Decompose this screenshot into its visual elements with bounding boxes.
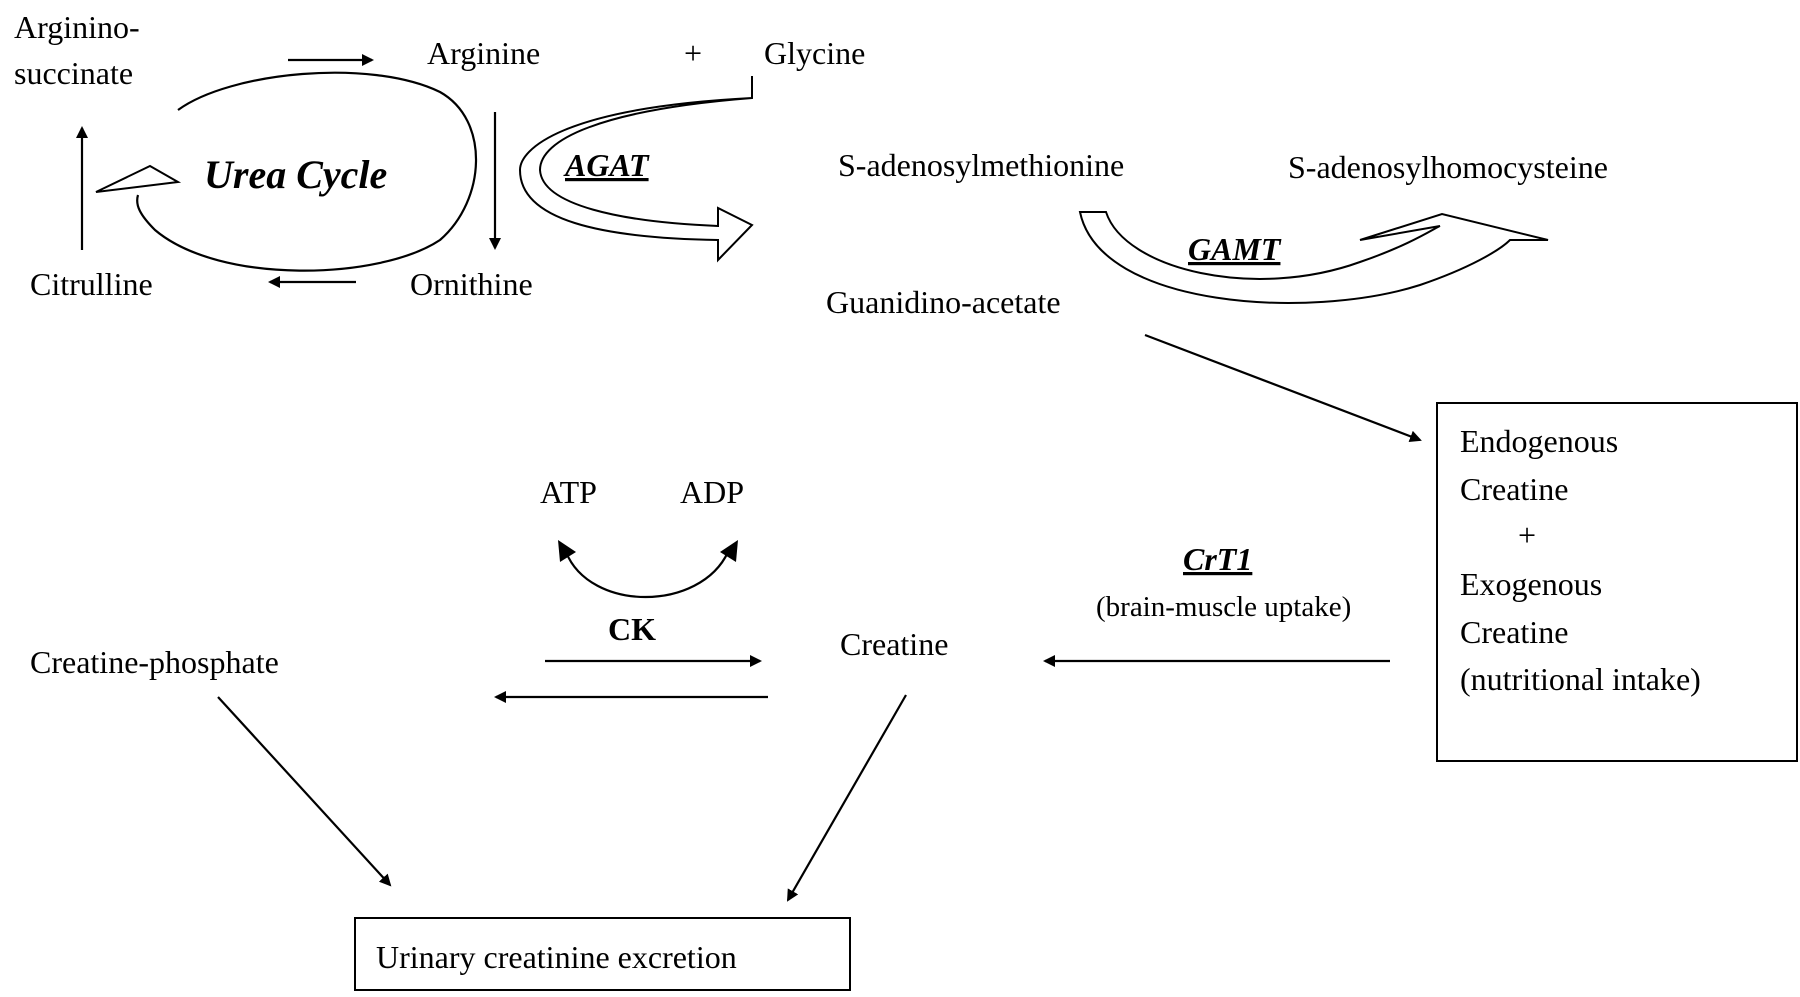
endogenous-label: Endogenous [1460,423,1618,459]
citrulline-label: Citrulline [30,266,153,302]
creatine-label: Creatine [840,626,948,662]
gamt-curved-arrow [1078,211,1549,304]
ornithine-label: Ornithine [410,266,533,302]
urinary-box-frame [354,917,851,991]
creatine-to-urine-arrow [787,694,907,902]
ck-enzyme-label: CK [608,611,656,647]
crt1-transport: CrT1 (brain-muscle uptake) [1043,541,1390,667]
exogenous-label: Exogenous [1460,566,1602,602]
argininosuccinate-label-1: Arginino- [14,9,140,45]
plus-sign: + [684,35,702,71]
atp-adp-curved-arrow [564,551,729,599]
agat-reaction: AGAT [518,76,754,263]
urinary-excretion-label: Urinary creatinine excretion [376,939,737,975]
urea-cycle-arrowhead [95,164,182,193]
creatine-pool-frame [1436,402,1798,762]
ck-reaction: ATP ADP CK Creatine Creatine-phosphate [30,474,948,703]
phosphate-to-urine-arrow [217,696,392,887]
adp-label: ADP [680,474,744,510]
gamt-reaction: S-adenosylmethionine S-adenosylhomocyste… [826,147,1608,443]
creatine-pool-box: Endogenous Creatine + Exogenous Creatine… [1436,402,1798,762]
gamt-enzyme-label: GAMT [1188,231,1282,267]
creatine-phosphate-label: Creatine-phosphate [30,644,279,680]
guanidinoacetate-label: Guanidino-acetate [826,284,1061,320]
nutritional-intake-label: (nutritional intake) [1460,661,1701,697]
endogenous-creatine-label: Creatine [1460,471,1568,507]
exogenous-creatine-label: Creatine [1460,614,1568,650]
urea-cycle-group: Urea Cycle Arginino- succinate Arginine … [14,9,865,302]
sah-label: S-adenosylhomocysteine [1288,149,1608,185]
box-plus-sign: + [1518,517,1536,553]
atp-arrowhead [558,540,576,562]
crt1-enzyme-label: CrT1 [1183,541,1252,577]
adp-arrowhead [720,540,738,562]
crt1-note-label: (brain-muscle uptake) [1096,591,1351,623]
urea-cycle-loop [136,71,478,272]
gaa-to-creatine-pool-arrow [1144,333,1422,443]
atp-label: ATP [540,474,597,510]
glycine-label: Glycine [764,35,865,71]
arginine-label: Arginine [427,35,540,71]
urea-cycle-label: Urea Cycle [204,152,387,197]
excretion: Urinary creatinine excretion [217,694,907,991]
sam-label: S-adenosylmethionine [838,147,1124,183]
argininosuccinate-label-2: succinate [14,55,133,91]
agat-enzyme-label: AGAT [563,147,650,183]
agat-curved-arrow [518,76,754,263]
